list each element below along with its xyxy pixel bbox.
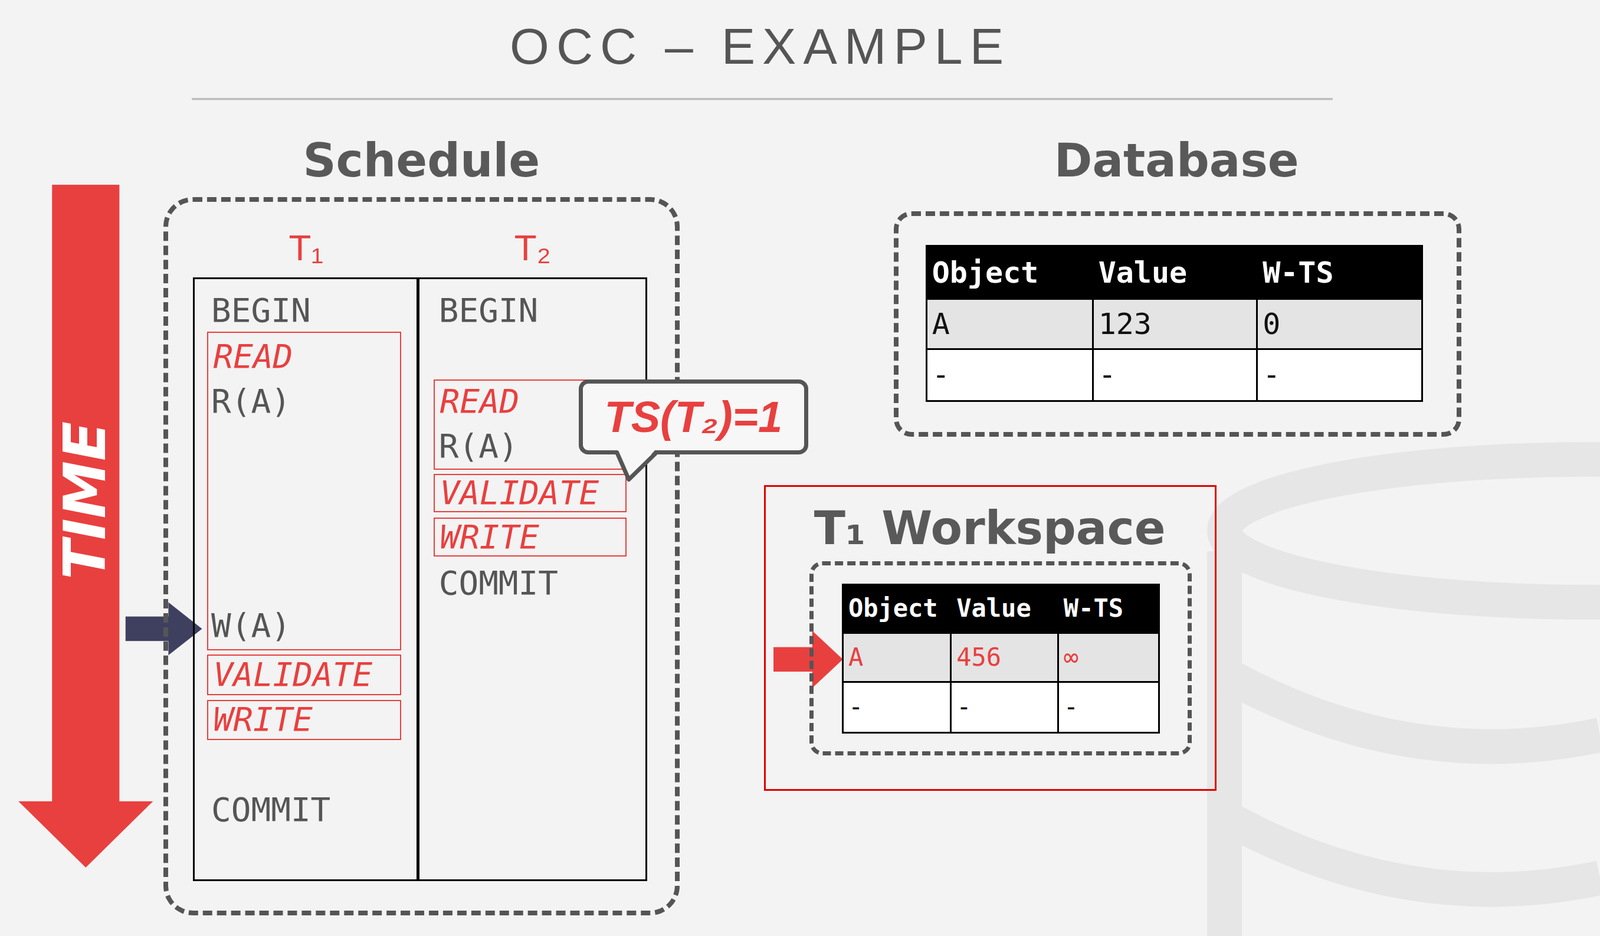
- cell-text: ∞: [1063, 643, 1079, 671]
- cell-text: A: [848, 643, 864, 671]
- table-header-cell: Object: [925, 244, 1094, 300]
- table-cell: -: [1092, 348, 1258, 402]
- cell-text: -: [1063, 693, 1079, 721]
- title: OCC – EXAMPLE: [509, 18, 1011, 75]
- watermark: [1224, 458, 1600, 936]
- cell-text: -: [956, 693, 972, 721]
- phase-label: READ: [439, 382, 520, 420]
- callout-tail: [582, 383, 589, 390]
- heading: Schedule: [302, 135, 540, 187]
- table-header-cell: Value: [949, 583, 1059, 634]
- table-cell: -: [1256, 348, 1424, 402]
- cell-text: Value: [1098, 256, 1188, 289]
- pointer-arrow: [773, 630, 844, 688]
- cell-text: Object: [848, 594, 939, 622]
- operation-text: W(A): [211, 607, 291, 644]
- phase-box: WRITE: [433, 517, 627, 557]
- table-cell: 456: [949, 631, 1059, 683]
- time-label: TIME: [53, 421, 118, 580]
- cell-text: A: [932, 307, 950, 340]
- table-cell: -: [841, 680, 952, 734]
- cell-text: 0: [1262, 307, 1281, 340]
- phase-box: READ R(A) W(A): [207, 331, 402, 651]
- table-header-cell: Object: [841, 583, 952, 634]
- operation-text: T₁ Workspace: [814, 503, 1166, 554]
- operation-text: BEGIN: [211, 292, 311, 329]
- cell-text: -: [1098, 358, 1117, 392]
- title-rule: [191, 97, 1333, 100]
- schedule-frame: ScheduleT₁BEGINCOMMITREADR(A)W(A)VALIDAT…: [163, 197, 680, 916]
- operation-text: COMMIT: [211, 791, 331, 828]
- table-cell: 123: [1092, 297, 1258, 350]
- heading: Database: [1054, 135, 1300, 187]
- operation-text: R(A): [438, 427, 519, 465]
- phase-box: VALIDATE: [207, 654, 402, 695]
- phase-label: READ: [212, 338, 293, 375]
- operation-text: BEGIN: [438, 292, 539, 329]
- time-arrow: [18, 184, 153, 868]
- table-cell: -: [925, 348, 1094, 402]
- cell-text: -: [848, 693, 864, 721]
- callout: TS(T₂)=1: [578, 379, 809, 454]
- table-cell: -: [949, 680, 1059, 734]
- cell-text: 123: [1098, 307, 1152, 340]
- phase-label: VALIDATE: [439, 474, 599, 512]
- table-cell: A: [841, 631, 952, 683]
- table-cell: ∞: [1057, 631, 1160, 683]
- table-cell: -: [1057, 680, 1160, 734]
- cell-text: Value: [956, 594, 1031, 622]
- cell-text: Object: [932, 256, 1039, 289]
- table-header-cell: Value: [1092, 244, 1258, 300]
- cell-text: W-TS: [1063, 594, 1124, 622]
- cell-text: -: [932, 358, 950, 392]
- table-cell: A: [925, 297, 1094, 350]
- cell-text: W-TS: [1262, 256, 1334, 289]
- cell-text: 456: [956, 643, 1002, 671]
- phase-label: WRITE: [439, 518, 540, 556]
- heading: T₂: [514, 227, 552, 268]
- operation-text: R(A): [211, 382, 291, 420]
- phase-box: WRITE: [207, 699, 402, 740]
- table-header-cell: W-TS: [1057, 583, 1160, 634]
- transaction-column: T₂BEGINCOMMITREADR(A)VALIDATEWRITE: [416, 277, 648, 881]
- transaction-column: T₁BEGINCOMMITREADR(A)W(A)VALIDATEWRITE: [192, 277, 420, 881]
- phase-label: WRITE: [212, 701, 313, 739]
- heading: T₁: [288, 227, 324, 268]
- cell-text: -: [1262, 358, 1281, 392]
- table-header-cell: W-TS: [1256, 244, 1424, 300]
- operation-text: COMMIT: [438, 564, 559, 602]
- table-cell: 0: [1256, 297, 1424, 350]
- phase-label: VALIDATE: [212, 656, 373, 693]
- operation-text: TS(T₂)=1: [604, 392, 783, 441]
- phase-box: VALIDATE: [433, 473, 627, 513]
